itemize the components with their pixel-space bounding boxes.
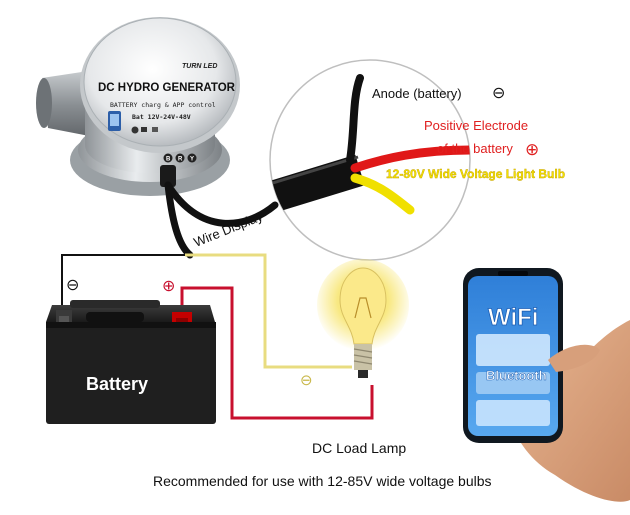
battery-plus-icon: ⊕ <box>162 278 175 295</box>
icon-letter-r: R <box>178 157 183 163</box>
status-light-icon <box>131 126 139 134</box>
phone-in-hand: WiFi Bluetooth <box>463 268 630 502</box>
status-icons: B R Y <box>131 126 197 163</box>
generator-title: DC HYDRO GENERATOR <box>98 82 236 94</box>
lamp-wire-yellow <box>185 253 352 369</box>
bulb-voltage-label: 12-80V Wide Voltage Light Bulb <box>386 167 565 181</box>
generator-spec: Bat 12V-24V-48V <box>132 113 191 121</box>
positive-plus-icon: ⊕ <box>525 140 539 159</box>
recommendation-note: Recommended for use with 12-85V wide vol… <box>153 473 492 489</box>
circuit-wires <box>61 253 374 420</box>
anode-minus-icon: ⊖ <box>492 85 505 102</box>
lamp-label: DC Load Lamp <box>312 440 406 456</box>
battery: Battery ⊖ ⊕ <box>46 277 216 424</box>
battery-label: Battery <box>86 374 148 394</box>
bulb-glass <box>339 267 387 345</box>
lamp-minus-icon: ⊖ <box>300 372 313 389</box>
positive-electrode-label-2: of the battery <box>437 141 513 156</box>
generator-cable <box>164 181 194 259</box>
load-lamp: ⊖ DC Load Lamp <box>300 259 409 456</box>
battery-minus-icon: ⊖ <box>66 277 79 294</box>
anode-label: Anode (battery) <box>372 86 462 101</box>
battery-mini-icon <box>141 127 147 132</box>
cable-gland <box>160 165 176 187</box>
positive-wire <box>180 286 374 420</box>
icon-letter-b: B <box>166 157 171 163</box>
bluetooth-label: Bluetooth <box>486 368 547 383</box>
bulb-mini-icon <box>152 127 158 132</box>
wifi-label: WiFi <box>488 304 538 331</box>
generator-brand: TURN LED <box>182 63 217 70</box>
positive-electrode-label-1: Positive Electrode <box>424 118 528 133</box>
hydro-generator: TURN LED DC HYDRO GENERATOR BATTERY char… <box>36 17 240 196</box>
icon-letter-y: Y <box>190 157 194 163</box>
hand-image <box>500 320 630 502</box>
generator-subtitle: BATTERY charg & APP control <box>110 101 216 109</box>
negative-wire <box>61 254 185 318</box>
wire-callout: Anode (battery) ⊖ Positive Electrode of … <box>269 59 565 261</box>
